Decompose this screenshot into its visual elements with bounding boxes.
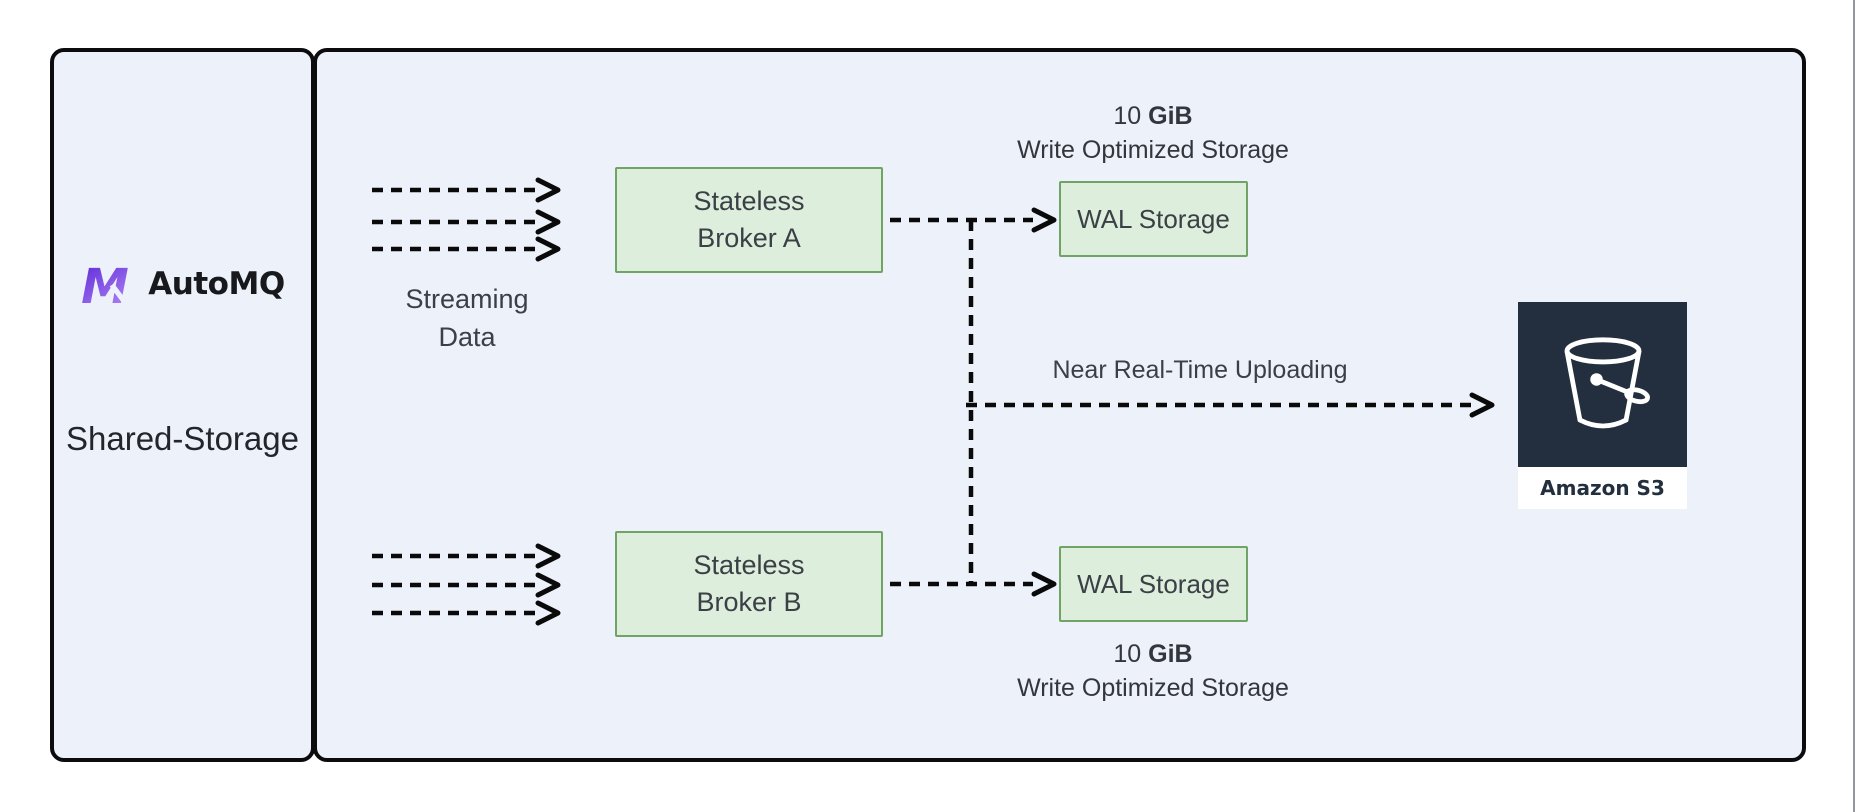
wal-storage-a-node: WAL Storage [1059, 181, 1248, 257]
streaming-data-line2: Data [438, 322, 496, 352]
wal-a-caption: 10 GiB Write Optimized Storage [1003, 99, 1303, 167]
amazon-s3-label: Amazon S3 [1518, 467, 1687, 509]
near-real-time-uploading-label: Near Real-Time Uploading [1052, 356, 1348, 384]
wal-a-capacity: 10 GiB [1113, 102, 1193, 130]
wal-storage-a-label: WAL Storage [1077, 203, 1230, 234]
screenshot-edge-line [1853, 0, 1855, 812]
broker-b-line2: Broker B [696, 587, 802, 617]
stateless-broker-a-node: Stateless Broker A [615, 167, 883, 273]
broker-a-line1: Stateless [693, 186, 805, 216]
automq-m-logo-icon: M [81, 261, 132, 307]
wal-a-caption-text: Write Optimized Storage [1017, 136, 1289, 164]
wal-b-caption-text: Write Optimized Storage [1017, 674, 1289, 702]
wal-storage-b-label: WAL Storage [1077, 568, 1230, 599]
automq-panel [50, 48, 315, 762]
brand-name: AutoMQ [148, 266, 285, 302]
wal-b-capacity: 10 GiB [1113, 640, 1193, 668]
broker-b-line1: Stateless [693, 550, 805, 580]
amazon-s3-node [1518, 302, 1687, 467]
s3-bucket-icon [1564, 336, 1650, 428]
wal-b-caption: 10 GiB Write Optimized Storage [1003, 637, 1303, 705]
brand-lockup: M AutoMQ [50, 260, 315, 308]
streaming-data-line1: Streaming [405, 284, 529, 314]
shared-storage-label: Shared-Storage [66, 420, 299, 457]
stateless-broker-b-node: Stateless Broker B [615, 531, 883, 637]
wal-storage-b-node: WAL Storage [1059, 546, 1248, 622]
streaming-data-label: Streaming Data [381, 280, 553, 356]
broker-a-line2: Broker A [697, 223, 801, 253]
